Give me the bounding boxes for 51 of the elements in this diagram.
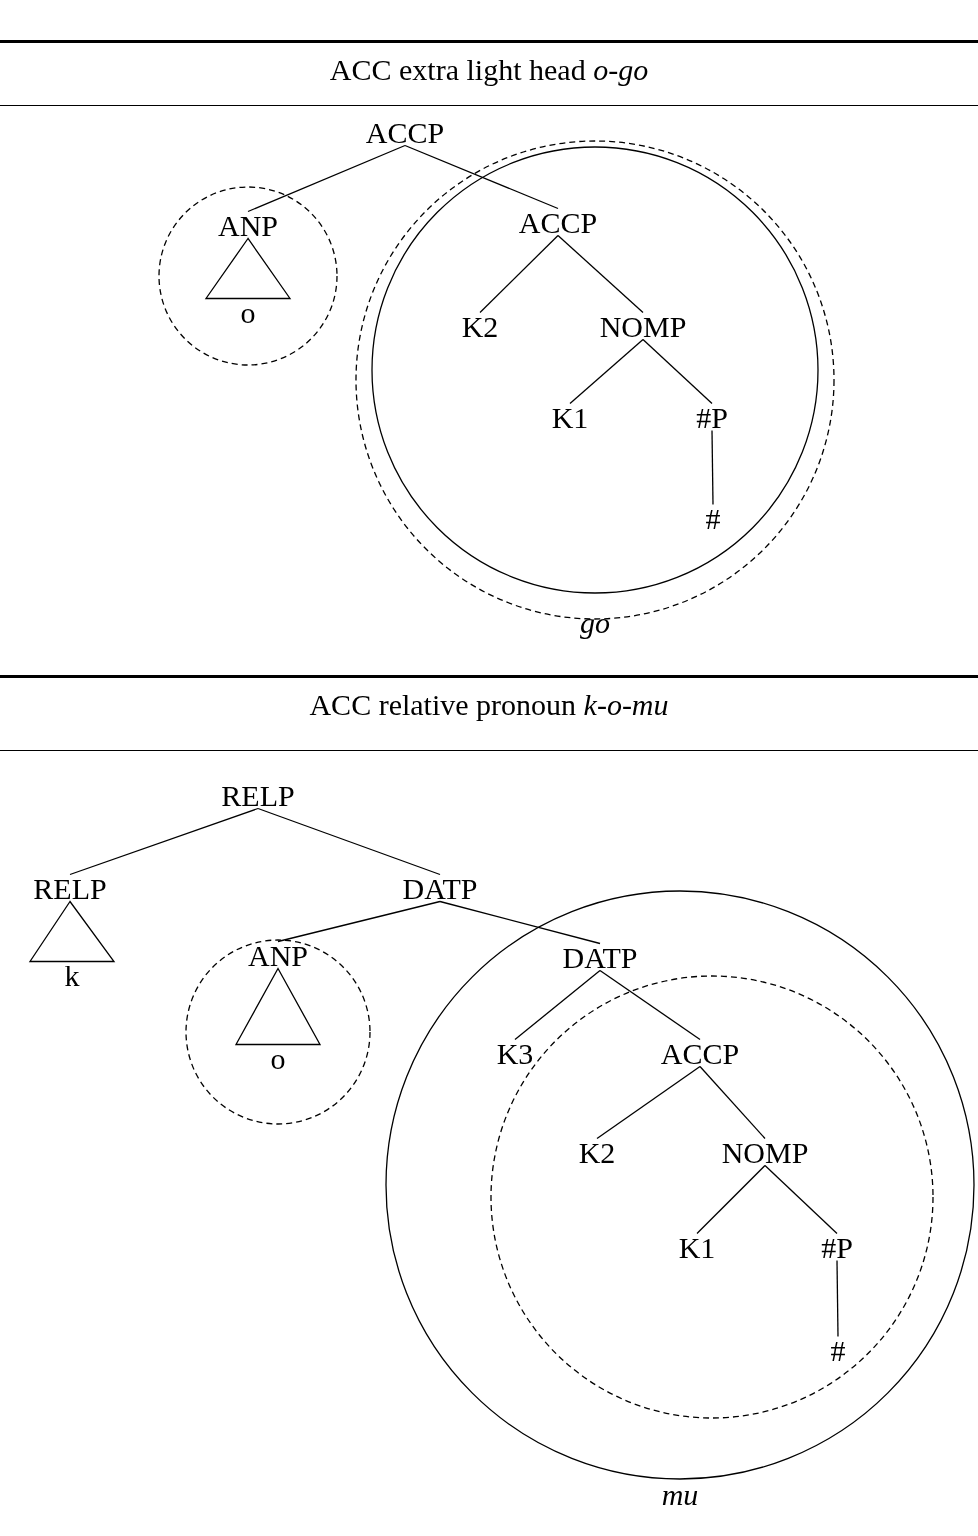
tree-branch <box>69 807 259 876</box>
tree-node-label: ANP <box>218 208 278 242</box>
tree-branch <box>557 234 644 314</box>
tree-branch <box>599 969 701 1041</box>
tree-branch <box>764 1164 838 1235</box>
tree-branch <box>277 900 441 943</box>
tree-branch <box>257 807 441 876</box>
tree-node-label: K1 <box>551 400 589 434</box>
tree-node-label: ACCP <box>365 115 445 149</box>
tree-node-label: ACCP <box>660 1036 740 1070</box>
dashed-circle <box>490 975 934 1419</box>
tree-node-label: NOMP <box>599 309 687 343</box>
triangle-branch <box>28 900 116 963</box>
tree-node-label: K1 <box>678 1230 716 1264</box>
circle-label: mu <box>661 1477 699 1511</box>
tree-node-label: K3 <box>496 1036 534 1070</box>
panel-heading: ACC relative pronoun k-o-mu <box>309 688 669 721</box>
tree-branch <box>404 144 559 210</box>
tree-branch <box>439 900 601 945</box>
tree-node-label: o <box>270 1041 286 1075</box>
tree-node-label: RELP <box>221 778 295 812</box>
tree-node-label: DATP <box>402 871 478 905</box>
tree-node-label: #P <box>821 1230 853 1264</box>
dashed-circle <box>158 186 338 366</box>
tree-node-label: o <box>240 295 256 329</box>
triangle-branch <box>234 967 322 1046</box>
tree-node-label: # <box>830 1333 846 1367</box>
tree-node-label: ACCP <box>518 205 598 239</box>
tree-branch <box>642 338 713 405</box>
tree-node-label: #P <box>696 400 728 434</box>
panel-heading: ACC extra light head o-go <box>329 53 649 86</box>
tree-branch <box>514 969 601 1041</box>
tree-branch <box>596 1065 701 1140</box>
tree-branch <box>836 1259 839 1338</box>
tree-branch <box>699 1065 766 1140</box>
dashed-circle <box>185 939 371 1125</box>
tree-node-label: ANP <box>248 938 308 972</box>
tree-node-label: K2 <box>578 1135 616 1169</box>
tree-node-label: DATP <box>562 940 638 974</box>
triangle-branch <box>204 237 292 300</box>
tree-node-label: # <box>705 501 721 535</box>
tree-node-label: RELP <box>33 871 107 905</box>
circle-label: go <box>580 605 610 639</box>
tree-node-label: k <box>64 958 80 992</box>
tree-branch <box>696 1164 766 1235</box>
tree-branch <box>479 234 559 314</box>
tree-node-label: NOMP <box>721 1135 809 1169</box>
tree-branch <box>711 429 714 506</box>
tree-branch <box>569 338 644 405</box>
tree-node-label: K2 <box>461 309 499 343</box>
tree-branch <box>247 144 406 213</box>
